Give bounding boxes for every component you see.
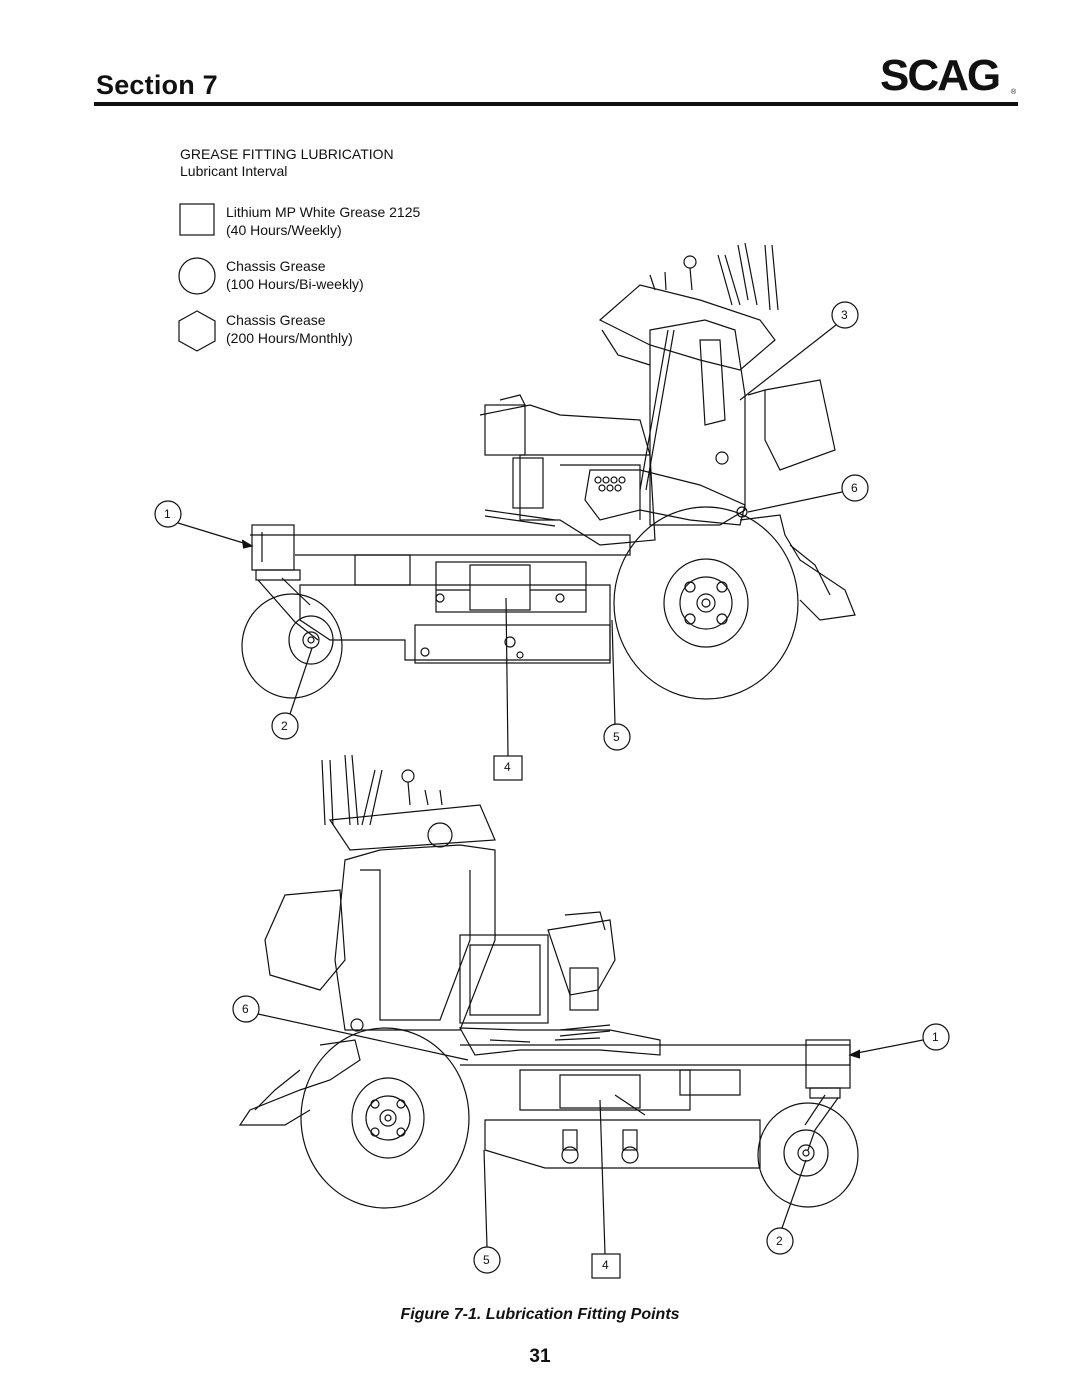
section-title: Section 7 [96,70,218,100]
svg-text:®: ® [1011,88,1017,96]
header-rule [94,102,1018,106]
bottom-mower-drawing [238,754,859,1209]
legend-item-interval: (100 Hours/Bi-weekly) [226,276,364,292]
legend-item-square: Lithium MP White Grease 2125 (40 Hours/W… [226,203,420,239]
callout-bottom-6: 6 [242,1002,249,1016]
legend-item-label: Lithium MP White Grease 2125 [226,204,421,220]
callout-bottom-5: 5 [483,1253,490,1267]
callout-top-2: 2 [281,719,288,733]
callout-top-6: 6 [851,481,858,495]
legend-item-label: Chassis Grease [226,312,326,328]
callout-top-3: 3 [841,308,848,322]
callout-bottom-4: 4 [602,1258,609,1272]
top-callouts [154,301,869,781]
svg-text:SCAG: SCAG [880,52,999,96]
callout-bottom-1: 1 [932,1030,939,1044]
page-number: 31 [529,1346,551,1367]
callout-top-4: 4 [504,760,511,774]
square-symbol-icon [179,203,215,236]
legend-heading: GREASE FITTING LUBRICATION Lubricant Int… [180,146,394,180]
callout-top-5: 5 [613,730,620,744]
legend-item-circle: Chassis Grease (100 Hours/Bi-weekly) [226,257,364,293]
callout-bottom-2: 2 [776,1234,783,1248]
hexagon-symbol-icon [178,310,216,352]
figure-caption: Figure 7-1. Lubrication Fitting Points [400,1306,680,1323]
legend-subtitle: Lubricant Interval [180,163,288,179]
legend-item-hexagon: Chassis Grease (200 Hours/Monthly) [226,311,353,347]
scag-logo: SCAG ® [880,52,1017,96]
legend-item-interval: (40 Hours/Weekly) [226,222,342,238]
callout-top-1: 1 [164,507,171,521]
circle-symbol-icon [178,257,216,295]
legend-title: GREASE FITTING LUBRICATION [180,146,394,162]
top-mower-drawing [241,242,856,700]
bottom-callouts [232,995,950,1279]
legend-item-interval: (200 Hours/Monthly) [226,330,353,346]
legend-item-label: Chassis Grease [226,258,326,274]
